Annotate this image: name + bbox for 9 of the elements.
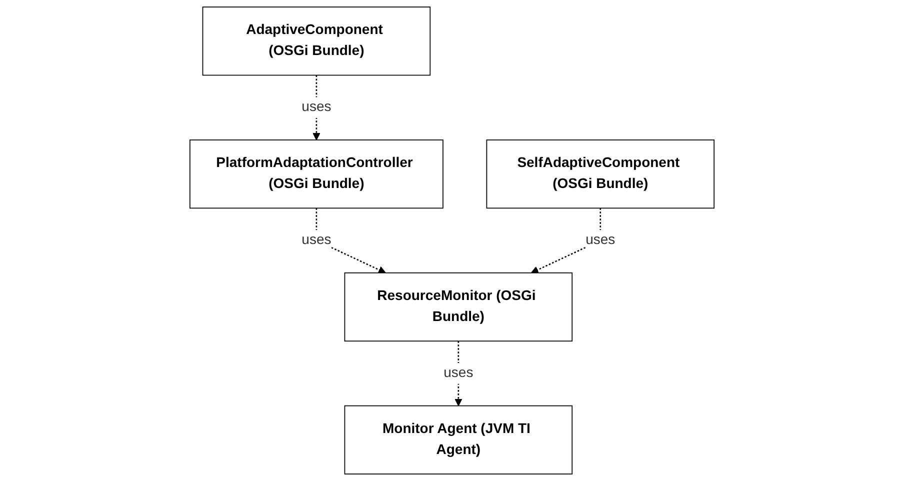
node-box: AdaptiveComponent (OSGi Bundle): [202, 6, 431, 76]
edge-label: uses: [302, 232, 332, 248]
node-box: SelfAdaptiveComponent (OSGi Bundle): [486, 139, 715, 209]
edge-label: uses: [444, 366, 474, 380]
edge-label: uses: [586, 232, 616, 248]
node-box: ResourceMonitor (OSGi Bundle): [344, 272, 573, 342]
edge-label: uses: [302, 100, 332, 115]
node-box: PlatformAdaptationController (OSGi Bundle): [189, 139, 444, 209]
node-box: Monitor Agent (JVM TI Agent): [344, 405, 573, 474]
